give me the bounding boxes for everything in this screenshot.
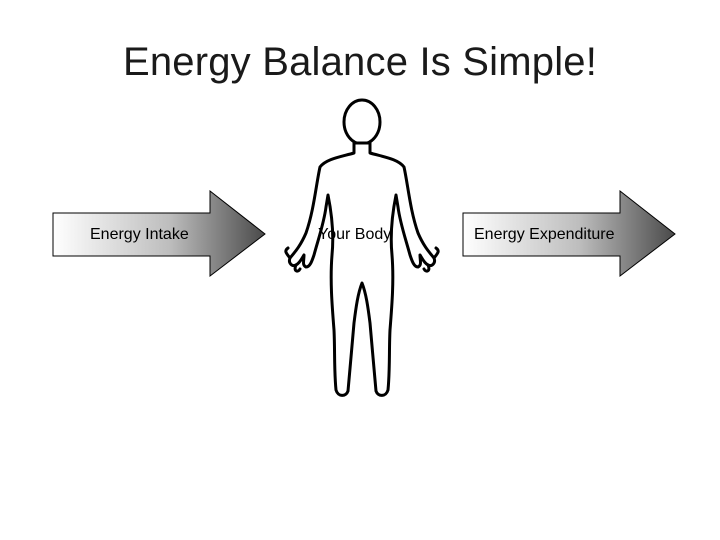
intake-label: Energy Intake: [90, 226, 189, 243]
human-body-outline-icon: [280, 95, 450, 400]
right-arrow-icon: [52, 190, 266, 278]
body-label: Your Body: [318, 226, 392, 243]
expenditure-label: Energy Expenditure: [474, 226, 615, 243]
right-arrow-icon: [462, 190, 676, 278]
intake-arrow: [52, 190, 267, 278]
expenditure-arrow: [462, 190, 677, 278]
slide-title: Energy Balance Is Simple!: [122, 40, 598, 84]
